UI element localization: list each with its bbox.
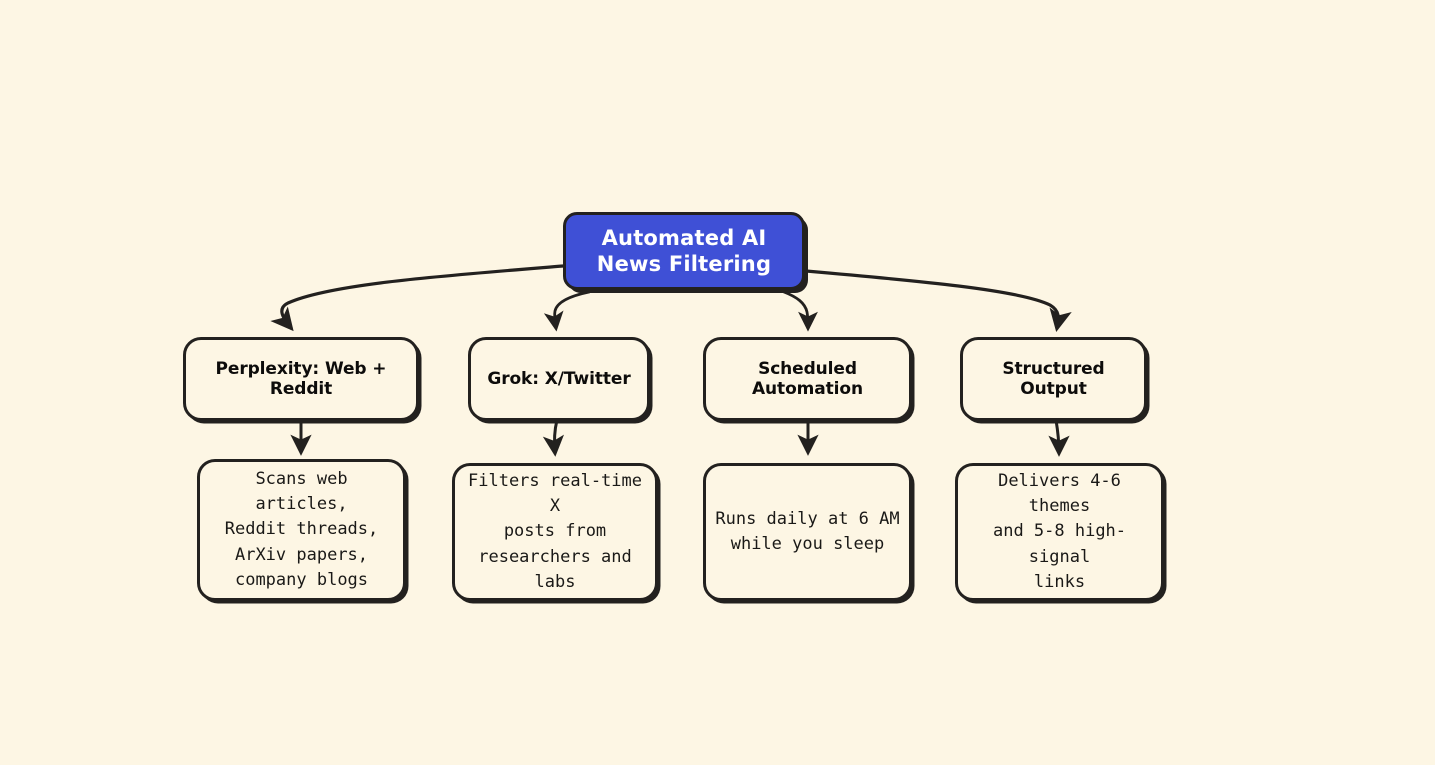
- node-detail-perplexity-text: Scans web articles, Reddit threads, ArXi…: [224, 469, 379, 590]
- node-detail-structured[interactable]: Delivers 4-6 themes and 5-8 high-signal …: [955, 463, 1164, 601]
- node-detail-scheduled-text: Runs daily at 6 AM while you sleep: [715, 508, 900, 554]
- edge-structured-to-detail: [1048, 418, 1070, 457]
- node-branch-perplexity-label: Perplexity: Web + Reddit: [215, 358, 387, 399]
- node-branch-perplexity[interactable]: Perplexity: Web + Reddit: [183, 337, 419, 421]
- edge-root-to-grok: [543, 290, 591, 332]
- node-detail-perplexity[interactable]: Scans web articles, Reddit threads, ArXi…: [197, 459, 406, 601]
- node-detail-structured-text: Delivers 4-6 themes and 5-8 high-signal …: [992, 471, 1127, 592]
- node-detail-grok-text: Filters real-time X posts from researche…: [468, 471, 642, 592]
- node-branch-structured[interactable]: Structured Output: [960, 337, 1147, 421]
- node-branch-scheduled-label: Scheduled Automation: [752, 358, 863, 399]
- node-branch-grok[interactable]: Grok: X/Twitter: [468, 337, 650, 421]
- node-branch-scheduled[interactable]: Scheduled Automation: [703, 337, 912, 421]
- edge-root-to-perplexity: [270, 264, 565, 332]
- node-detail-scheduled[interactable]: Runs daily at 6 AM while you sleep: [703, 463, 912, 601]
- node-root[interactable]: Automated AI News Filtering: [563, 212, 805, 290]
- edge-root-to-scheduled: [782, 290, 818, 332]
- node-root-label: Automated AI News Filtering: [596, 225, 772, 276]
- edge-grok-to-detail: [542, 418, 565, 457]
- node-branch-structured-label: Structured Output: [1002, 358, 1105, 399]
- node-branch-grok-label: Grok: X/Twitter: [487, 368, 631, 389]
- node-detail-grok[interactable]: Filters real-time X posts from researche…: [452, 463, 658, 601]
- edge-root-to-structured: [804, 269, 1072, 333]
